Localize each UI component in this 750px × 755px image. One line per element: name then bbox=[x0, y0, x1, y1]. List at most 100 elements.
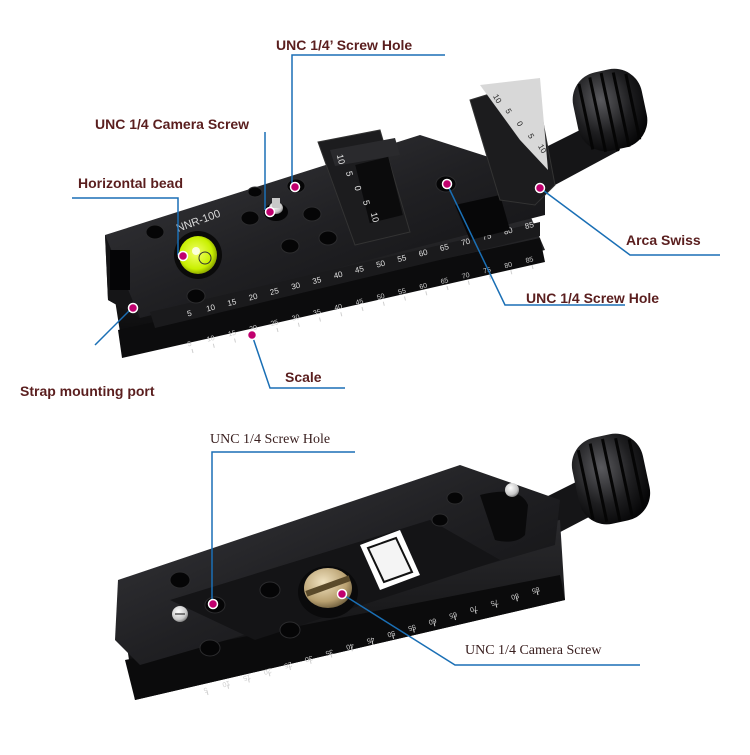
scale-tick-mark bbox=[474, 609, 477, 614]
scale-tick-label: 75 bbox=[489, 597, 499, 606]
scale-tick-label: 45 bbox=[354, 264, 365, 275]
scale-tick-label: 40 bbox=[334, 303, 343, 312]
scale-tick-label: 20 bbox=[262, 666, 272, 675]
bottom-callout-markers bbox=[207, 588, 348, 610]
scale-tick-mark bbox=[433, 622, 436, 627]
scale-tick-label: 0 bbox=[352, 185, 363, 192]
scale-tick-mark bbox=[412, 628, 415, 633]
label-scale: Scale bbox=[285, 369, 322, 385]
scale-tick-mark bbox=[227, 684, 230, 689]
scale-tick-mark bbox=[467, 280, 470, 285]
scale-tick-mark bbox=[454, 615, 456, 621]
bottom-screw-holes bbox=[169, 491, 464, 657]
scale-tick-mark bbox=[309, 659, 312, 664]
scale-tick-mark bbox=[212, 343, 215, 348]
scale-tick-mark bbox=[425, 291, 428, 296]
scale-tick-label: 5 bbox=[503, 107, 513, 116]
scale-tick-label: 70 bbox=[469, 604, 479, 613]
scale-tick-mark bbox=[382, 301, 385, 306]
scale-tick-label: 10 bbox=[221, 679, 231, 688]
scale-tick-label: 25 bbox=[270, 319, 279, 328]
scale-tick-label: 75 bbox=[481, 231, 492, 242]
scale-tick-label: 80 bbox=[504, 261, 513, 270]
scale-tick-mark bbox=[515, 597, 518, 602]
scale-tick-label: 0 bbox=[515, 120, 525, 129]
scale-tick-mark bbox=[371, 640, 374, 646]
label-unc-screw-hole-top: UNC 1/4’ Screw Hole bbox=[276, 37, 413, 53]
scale-tick-label: 35 bbox=[311, 275, 322, 286]
scale-tick-label: 65 bbox=[440, 277, 449, 286]
scale-tick-mark bbox=[247, 678, 250, 683]
label-unc-screw-hole-mid: UNC 1/4 Screw Hole bbox=[526, 290, 660, 306]
scale-tick-label: 35 bbox=[324, 647, 334, 656]
scale-tick-label: 15 bbox=[242, 672, 252, 681]
scale-tick-mark bbox=[191, 348, 194, 354]
label-horizontal-bead: Horizontal bead bbox=[78, 175, 184, 191]
scale-tick-label: 25 bbox=[283, 660, 293, 669]
scale-tick-label: 85 bbox=[531, 585, 541, 594]
scale-tick-label: 70 bbox=[461, 272, 470, 281]
bottom-camera-screw bbox=[298, 566, 358, 618]
scale-tick-mark bbox=[392, 634, 395, 639]
scale-tick-label: 40 bbox=[333, 269, 344, 280]
scale-tick-label: 10 bbox=[205, 302, 216, 313]
bubble-level bbox=[174, 231, 222, 279]
scale-tick-label: 15 bbox=[228, 330, 237, 339]
scale-tick-label: 5 bbox=[361, 199, 372, 206]
scale-tick-mark bbox=[206, 690, 209, 696]
scale-tick-label: 45 bbox=[366, 635, 376, 644]
scale-tick-mark bbox=[276, 327, 279, 333]
scale-tick-label: 65 bbox=[448, 610, 458, 619]
bottom-callout-lines bbox=[211, 451, 640, 666]
scale-tick-label: 80 bbox=[510, 591, 520, 600]
scale-tick-label: 15 bbox=[226, 297, 237, 308]
scale-tick-mark bbox=[350, 647, 353, 652]
label-strap-mounting-port: Strap mounting port bbox=[20, 383, 155, 399]
scale-tick-mark bbox=[330, 653, 333, 658]
scale-tick-label: 70 bbox=[460, 236, 471, 247]
scale-tick-mark bbox=[234, 338, 236, 343]
scale-tick-label: 5 bbox=[202, 686, 208, 694]
scale-tick-label: 30 bbox=[304, 654, 314, 663]
scale-tick-label: 80 bbox=[503, 225, 514, 236]
scale-tick-mark bbox=[404, 296, 406, 301]
scale-tick-label: 55 bbox=[396, 253, 407, 264]
scale-tick-mark bbox=[297, 322, 300, 327]
scale-tick-mark bbox=[289, 665, 291, 671]
scale-tick-label: 50 bbox=[375, 258, 386, 269]
scale-tick-label: 45 bbox=[355, 298, 364, 307]
label-arca-swiss: Arca Swiss bbox=[626, 232, 701, 248]
scale-tick-label: 10 bbox=[206, 335, 215, 344]
scale-tick-mark bbox=[361, 306, 364, 312]
scale-tick-label: 50 bbox=[386, 629, 396, 638]
scale-tick-label: 60 bbox=[419, 282, 428, 291]
scale-tick-label: 60 bbox=[427, 616, 437, 625]
scale-tick-label: 25 bbox=[269, 286, 280, 297]
scale-tick-label: 5 bbox=[344, 170, 355, 177]
scale-tick-label: 35 bbox=[313, 309, 322, 318]
scale-tick-mark bbox=[268, 672, 271, 677]
top-screw-holes bbox=[145, 175, 457, 304]
scale-tick-mark bbox=[489, 275, 491, 280]
scale-tick-mark bbox=[446, 285, 449, 291]
label-unc-camera-screw-top: UNC 1/4 Camera Screw bbox=[95, 116, 250, 132]
scale-tick-label: 75 bbox=[483, 267, 492, 276]
scale-tick-label: 85 bbox=[525, 256, 534, 265]
scale-tick-label: 60 bbox=[418, 247, 429, 258]
label-unc-camera-screw-bottom: UNC 1/4 Camera Screw bbox=[465, 643, 602, 658]
top-knob bbox=[540, 68, 648, 185]
scale-tick-label: 65 bbox=[439, 242, 450, 253]
scale-tick-mark bbox=[510, 270, 513, 275]
scale-tick-label: 5 bbox=[526, 132, 536, 141]
scale-tick-label: 10 bbox=[369, 211, 381, 223]
scale-tick-mark bbox=[319, 317, 321, 322]
